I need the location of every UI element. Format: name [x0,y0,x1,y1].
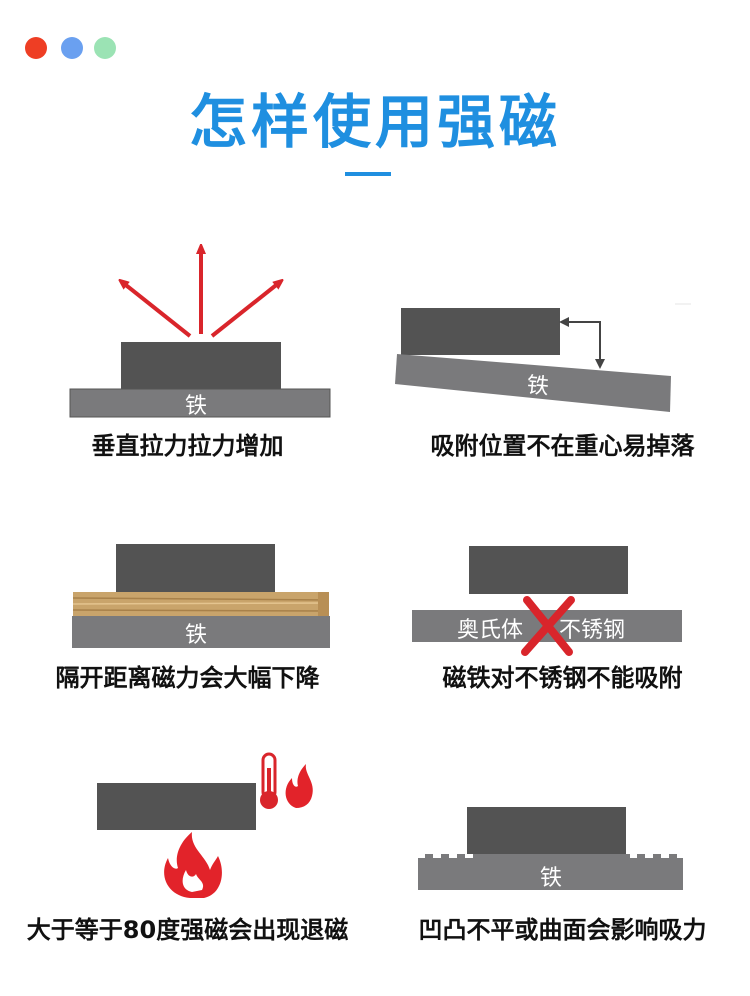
window-dot-red [25,37,47,59]
window-dot-green [94,37,116,59]
uneven-iron-plate [418,854,683,890]
caption-stainless: 磁铁对不锈钢不能吸附 [442,664,683,692]
panel-vertical-pull: 铁 垂直拉力拉力增加 [0,230,375,470]
cross-mark-b [521,596,575,656]
vertical-pull-illustration [69,230,331,418]
steel-label-left: 奥氏体 [457,618,524,643]
caption-off-center: 吸附位置不在重心易掉落 [430,432,695,460]
small-flame-icon [285,764,313,808]
steel-label-right: 不锈钢 [559,618,626,643]
pull-arrow-left [122,282,192,338]
magnet-block [469,546,628,594]
magnet-block [116,544,275,592]
magnet-block [97,783,256,830]
panel-spacer-distance: 铁 隔开距离磁力会大幅下降 [0,530,375,710]
magnet-block [121,342,281,389]
tilted-iron-plate [395,354,671,412]
magnet-block [467,807,626,854]
panel-stainless-steel: 奥氏体 不锈钢 磁铁对不锈钢不能吸附 [375,530,750,710]
stainless-illustration [412,546,682,656]
iron-label: 铁 [185,623,208,648]
shift-arrow [565,321,605,369]
magnet-block [401,308,560,355]
thermometer-icon [260,752,278,809]
caption-spacer: 隔开距离磁力会大幅下降 [55,664,320,692]
title-underline [345,172,391,176]
iron-plate [69,388,331,418]
iron-label: 铁 [185,394,208,419]
caption-temperature: 大于等于80度强磁会出现退磁 [26,916,349,944]
pull-arrow-right [210,282,280,338]
iron-label: 铁 [525,373,550,400]
window-dot-blue [61,37,83,59]
panel-temperature: 大于等于80度强磁会出现退磁 [0,740,375,950]
fire-icon [164,832,222,898]
iron-plate [72,616,330,648]
panel-uneven-surface: 铁 凹凸不平或曲面会影响吸力 [375,780,750,950]
caption-uneven: 凹凸不平或曲面会影响吸力 [418,916,707,944]
temperature-illustration [97,752,313,898]
panel-off-center: 铁 吸附位置不在重心易掉落 [375,230,750,470]
page-title: 怎样使用强磁 [188,88,561,156]
caption-vertical-pull: 垂直拉力拉力增加 [91,432,284,460]
iron-label: 铁 [540,866,563,891]
off-center-illustration [395,303,691,412]
uneven-illustration [418,807,683,890]
spacer-illustration [72,544,330,648]
